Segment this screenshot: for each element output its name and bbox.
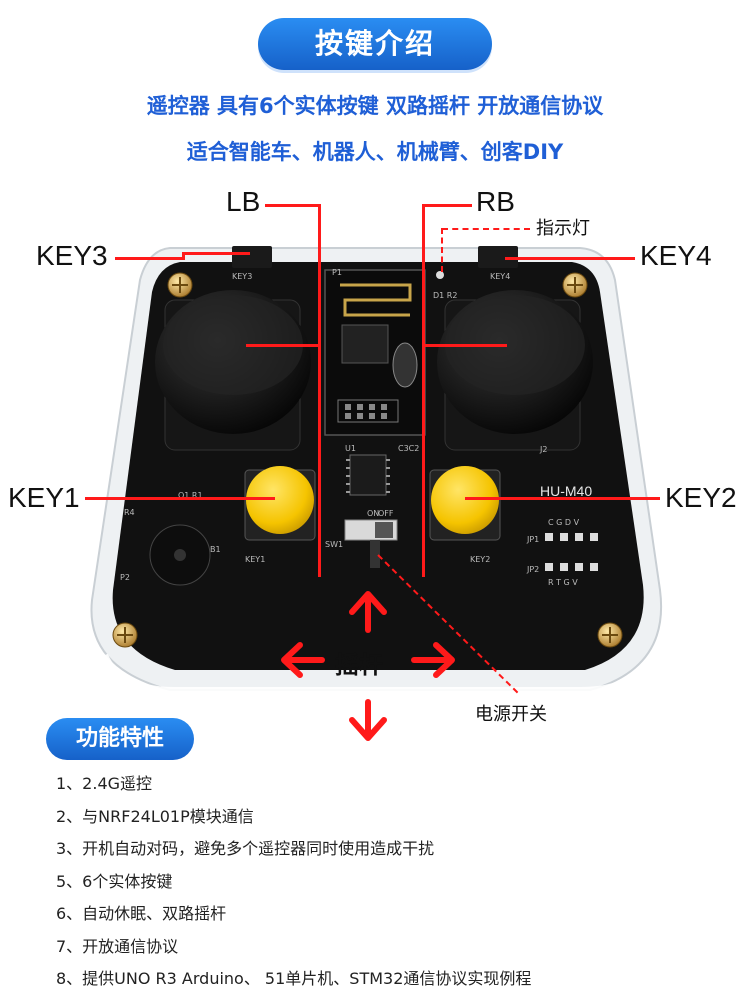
silk-cgdv: C G D V	[548, 518, 580, 527]
label-key3: KEY3	[36, 240, 108, 271]
silk-key4: KEY4	[490, 272, 511, 281]
label-lb: LB	[226, 186, 261, 217]
key2-button	[431, 466, 499, 534]
silk-jp1: JP1	[527, 535, 540, 544]
label-indicator: 指示灯	[536, 218, 590, 239]
key1-button	[246, 466, 314, 534]
silk-q1r1: Q1 R1	[178, 491, 203, 500]
intro-line-2: 适合智能车、机器人、机械臂、创客DIY	[186, 140, 564, 164]
silk-j2: J2	[540, 445, 548, 454]
silk-on: ON	[367, 509, 380, 518]
feature-item: 6、自动休眠、双路摇杆	[56, 904, 227, 923]
silk-key1: KEY1	[245, 555, 266, 564]
silk-b1: B1	[210, 545, 221, 554]
indicator-led	[436, 271, 444, 279]
page-title: 按键介绍	[258, 18, 492, 70]
silk-key3: KEY3	[232, 272, 253, 281]
silk-u1: U1	[345, 444, 356, 453]
label-power-switch: 电源开关	[475, 704, 547, 725]
feature-item: 5、6个实体按键	[56, 871, 173, 891]
features-title: 功能特性	[46, 718, 194, 760]
silk-off: OFF	[378, 509, 394, 518]
silk-sw1: SW1	[325, 540, 344, 549]
silk-d1r2: D1 R2	[433, 291, 458, 300]
feature-item: 1、2.4G遥控	[56, 774, 153, 793]
board-model: HU-M40	[540, 483, 593, 499]
silk-r4: R4	[124, 508, 135, 517]
feature-item: 2、与NRF24L01P模块通信	[56, 806, 254, 826]
silk-jp2: JP2	[527, 565, 540, 574]
label-key2: KEY2	[665, 482, 737, 513]
silk-p2: P2	[120, 573, 130, 582]
label-key1: KEY1	[8, 482, 80, 513]
label-rb: RB	[476, 186, 515, 217]
silk-rtgv: R T G V	[548, 578, 578, 587]
silk-key2: KEY2	[470, 555, 491, 564]
intro-line-1: 遥控器 具有6个实体按键 双路摇杆 开放通信协议	[146, 94, 604, 118]
silk-c3c2: C3C2	[398, 444, 420, 453]
features-list: 1、2.4G遥控 2、与NRF24L01P模块通信 3、开机自动对码，避免多个遥…	[56, 768, 531, 996]
label-joystick: 摇杆	[335, 651, 383, 679]
feature-item: 7、开放通信协议	[56, 936, 179, 956]
silk-p1: P1	[332, 268, 342, 277]
feature-item: 3、开机自动对码，避免多个遥控器同时使用造成干扰	[56, 839, 435, 858]
label-key4: KEY4	[640, 240, 712, 271]
mcu-chip	[349, 454, 387, 496]
feature-item: 8、提供UNO R3 Arduino、 51单片机、STM32通信协议实现例程	[56, 969, 532, 988]
